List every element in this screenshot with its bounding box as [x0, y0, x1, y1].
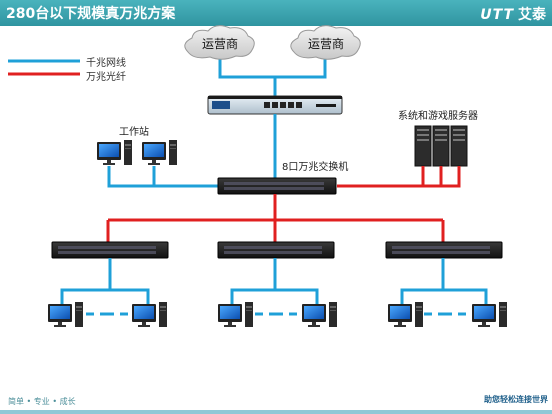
access-switch-3 — [385, 241, 503, 259]
client-pc-2b — [302, 302, 337, 327]
uplink-10g-links — [106, 194, 445, 242]
workstation-pc-1 — [97, 140, 132, 165]
client-pc-1a — [48, 302, 83, 327]
core-switch-label: 8口万兆交换机 — [282, 162, 349, 173]
access-gigabit-links — [60, 258, 488, 304]
client-pc-1b — [132, 302, 167, 327]
client-pc-3b — [472, 302, 507, 327]
server-3 — [450, 125, 468, 167]
cloud-isp-1: 运营商 — [184, 25, 255, 60]
page-title: 280台以下规模真万兆方案 — [6, 6, 176, 22]
server-1 — [414, 125, 432, 167]
router — [207, 95, 343, 115]
brand-logo-text: 艾泰 — [518, 7, 546, 23]
workstation-links — [107, 166, 218, 188]
client-pc-3a — [388, 302, 423, 327]
server-2 — [432, 125, 450, 167]
footer-tagline: 助您轻松连接世界 — [484, 395, 548, 404]
legend-gigabit-label: 千兆网线 — [86, 58, 126, 69]
cloud-isp-2: 运营商 — [290, 25, 361, 60]
servers-label: 系统和游戏服务器 — [398, 111, 478, 122]
cloud-isp-2-label: 运营商 — [308, 36, 344, 51]
footer-bar — [0, 410, 552, 414]
core-switch — [217, 177, 337, 195]
footer-slogan: 简单 • 专业 • 成长 — [8, 397, 76, 406]
server-links — [337, 166, 461, 188]
cloud-isp-1-label: 运营商 — [202, 36, 238, 51]
client-pc-2a — [218, 302, 253, 327]
workstation-pc-2 — [142, 140, 177, 165]
brand-logo-mark: UTT — [480, 7, 514, 23]
access-switch-2 — [217, 241, 335, 259]
legend-10g-label: 万兆光纤 — [86, 72, 126, 83]
server-group — [414, 125, 468, 167]
workstation-label: 工作站 — [119, 127, 149, 138]
wan-links — [218, 58, 327, 96]
access-switch-1 — [51, 241, 169, 259]
header-bar — [0, 0, 552, 26]
